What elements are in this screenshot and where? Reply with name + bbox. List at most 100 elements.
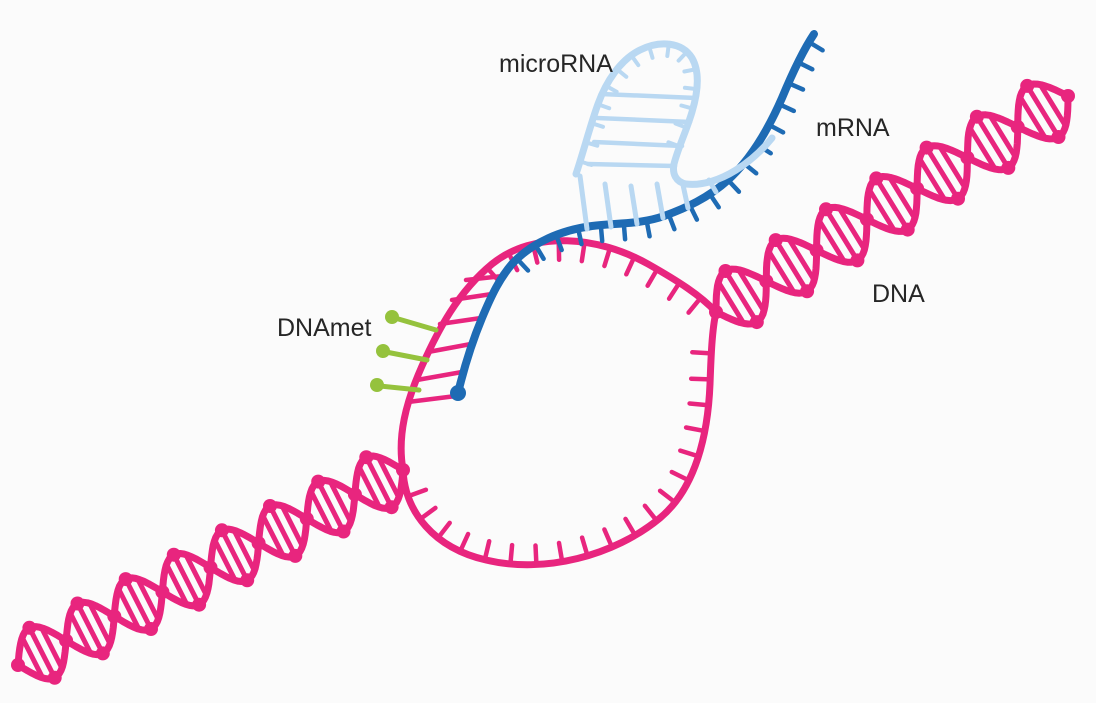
base-pair-rung: [924, 145, 961, 202]
dna-double-helix: [11, 78, 1075, 685]
nucleotide-dot: [203, 560, 218, 575]
base-pair-rung: [123, 576, 154, 632]
nucleotide-dot: [22, 620, 37, 635]
base-pair-rung: [75, 601, 106, 656]
mirna-mrna-rung: [602, 181, 614, 230]
base-pair-rung: [183, 552, 209, 598]
base-tick: [578, 159, 594, 167]
nucleotide-dot: [155, 584, 170, 599]
nucleotide-dot: [95, 646, 110, 661]
base-tick: [621, 221, 628, 242]
base-pair-rung: [886, 174, 918, 221]
base-pair-rung: [267, 503, 298, 559]
base-pair-rung: [773, 237, 810, 294]
methyl-dot: [376, 344, 390, 358]
hairpin-rung: [598, 91, 699, 101]
base-tick: [457, 531, 471, 554]
base-pair-rung: [937, 143, 968, 191]
methyl-stick: [377, 383, 422, 393]
base-tick: [678, 448, 701, 459]
base-pair-rung: [260, 513, 286, 559]
nucleotide-dot: [59, 633, 74, 648]
nucleotide-dot: [11, 658, 25, 672]
methyl-dot: [385, 310, 399, 324]
base-pair-rung: [823, 206, 860, 263]
base-pair-rung: [164, 561, 190, 608]
methyl-dot: [370, 378, 384, 392]
base-tick: [514, 256, 531, 273]
methyl-stick: [392, 315, 439, 333]
base-tick: [669, 469, 692, 483]
base-tick: [673, 121, 689, 130]
base-pair-rung: [967, 125, 998, 172]
nucleotide-dot: [192, 597, 207, 612]
microrna-hairpin: [572, 40, 776, 232]
nucleotide-dot: [749, 315, 764, 330]
base-tick: [624, 254, 637, 277]
nucleotide-dot: [850, 253, 865, 268]
mirna-mrna-rung: [577, 173, 590, 232]
base-tick: [579, 240, 587, 264]
base-tick: [687, 401, 711, 408]
base-tick: [666, 212, 677, 232]
base-pair-rung: [836, 205, 867, 252]
label-dnamet: DNAmet: [277, 314, 372, 342]
hairpin-rung: [591, 139, 685, 149]
nucleotide-dot: [347, 487, 362, 502]
nucleotide-dot: [800, 284, 815, 299]
base-tick: [666, 280, 682, 301]
base-tick: [553, 232, 564, 253]
base-tick: [682, 85, 699, 92]
nucleotide-dot: [144, 622, 158, 636]
hybrid-rung: [463, 273, 506, 283]
nucleotide-dot: [214, 523, 229, 538]
base-tick: [602, 245, 613, 269]
base-tick: [642, 503, 659, 523]
hybrid-rung: [425, 341, 474, 355]
nucleotide-dot: [70, 596, 85, 611]
base-pair-rung: [219, 527, 250, 583]
base-pair-rung: [866, 187, 898, 234]
base-pair-rung: [308, 488, 334, 535]
nucleotide-dot: [1051, 130, 1066, 144]
base-tick: [686, 295, 703, 315]
base-tick: [435, 520, 452, 541]
base-tick: [776, 101, 797, 114]
base-pair-rung: [766, 248, 797, 296]
label-dna: DNA: [872, 280, 925, 308]
nucleotide-dot: [1020, 78, 1035, 93]
nucleotide-dot: [299, 511, 314, 526]
nucleotide-dot: [1061, 89, 1075, 103]
nucleotide-dot: [1001, 160, 1016, 175]
base-tick: [623, 516, 638, 538]
dna-methylation-marks: [370, 310, 439, 393]
nucleotide-dot: [869, 171, 884, 186]
base-tick: [725, 177, 742, 194]
base-tick: [657, 488, 678, 505]
base-tick: [707, 191, 721, 210]
hybrid-rung: [414, 369, 465, 383]
base-pair-rung: [987, 112, 1018, 160]
base-pair-rung: [375, 454, 402, 500]
nucleotide-dot: [47, 670, 62, 685]
base-pair-rung: [87, 600, 113, 647]
nucleotide-dot: [384, 500, 399, 515]
base-pair-rung: [67, 610, 94, 656]
base-tick: [602, 527, 615, 550]
hybrid-rung: [405, 393, 459, 405]
base-tick: [533, 242, 546, 262]
nucleotide-dot: [118, 572, 133, 587]
base-tick: [647, 44, 655, 60]
base-tick: [508, 542, 515, 567]
base-tick: [687, 203, 700, 222]
base-pair-rung: [315, 479, 346, 534]
mirna-mrna-rung: [680, 182, 691, 211]
base-tick: [676, 49, 689, 63]
base-tick: [629, 53, 641, 68]
base-tick: [683, 425, 708, 434]
base-pair-rung: [356, 464, 382, 510]
nucleotide-dot: [960, 150, 975, 165]
base-tick: [665, 42, 671, 58]
